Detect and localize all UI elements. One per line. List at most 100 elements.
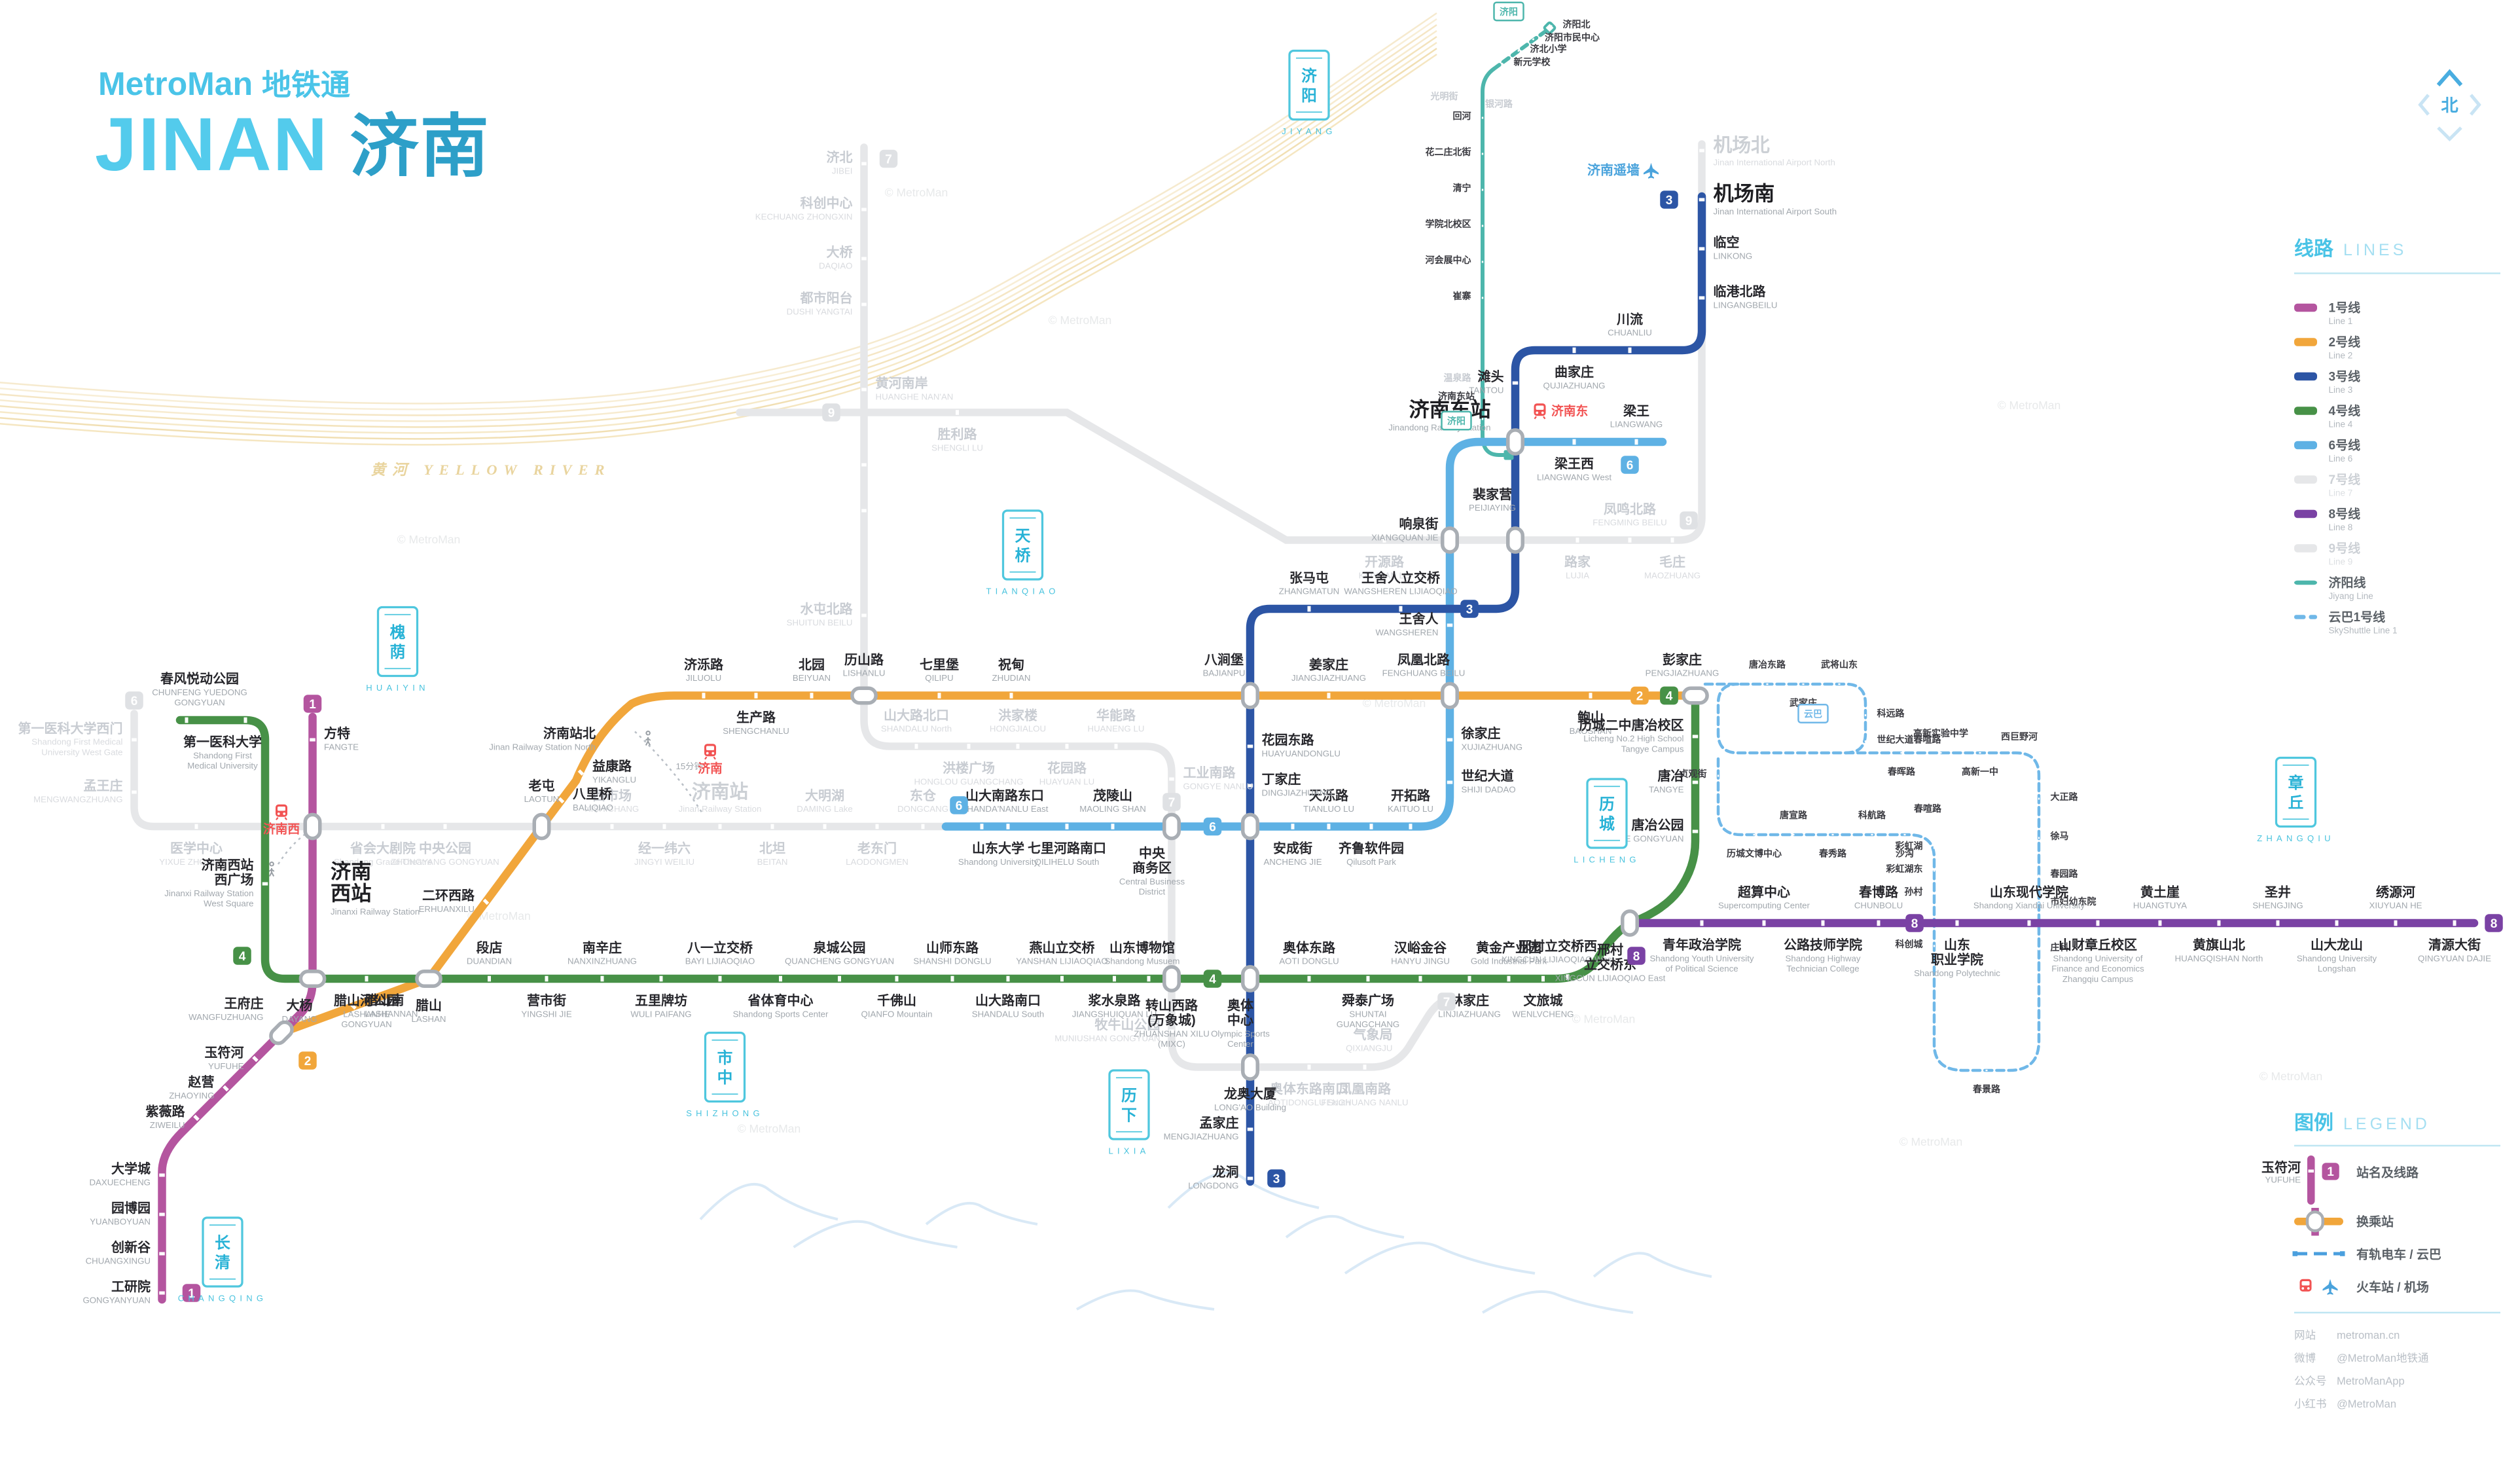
station-燕山立交桥[interactable] (1060, 975, 1064, 982)
station-毛庄[interactable] (1670, 537, 1674, 543)
station-黄旗山北[interactable] (2217, 920, 2221, 926)
station-春风悦动公园[interactable] (185, 717, 189, 723)
station-老东门[interactable] (875, 824, 879, 829)
station-浆水泉路[interactable] (1113, 975, 1116, 982)
station-东仓[interactable] (921, 824, 925, 829)
station-北园[interactable] (810, 693, 814, 699)
station-安成街[interactable] (1291, 824, 1295, 829)
station-大正路[interactable] (2038, 797, 2040, 800)
station-春园路[interactable] (2038, 875, 2040, 877)
station-春景路[interactable] (1985, 1069, 1988, 1072)
station-庄科[interactable] (2038, 948, 2040, 951)
station-滩头[interactable] (1512, 381, 1519, 385)
station-奥体东路南口[interactable] (1307, 1064, 1311, 1070)
station-学院北校区[interactable] (1481, 225, 1484, 227)
station-孟家庄[interactable] (1247, 1127, 1253, 1131)
station-黄河南岸[interactable] (861, 388, 867, 391)
station-川流[interactable] (1628, 347, 1632, 354)
station-开源路[interactable] (1382, 537, 1386, 543)
station-超算中心[interactable] (1762, 920, 1766, 926)
station-济南西站[interactable] (262, 882, 268, 886)
station-山财章丘校区[interactable] (2096, 920, 2100, 926)
station-回河[interactable] (1481, 117, 1484, 119)
station-山大南路东口[interactable] (980, 824, 984, 829)
station-河会展中心[interactable] (1481, 261, 1484, 263)
station-高新实验中学[interactable] (1939, 752, 1942, 754)
station-stop[interactable] (1241, 812, 1259, 841)
station-青年政治学院[interactable] (1700, 920, 1704, 926)
station-温泉路[interactable] (1481, 378, 1484, 381)
station-山东[interactable] (1955, 920, 1959, 926)
station-营市街[interactable] (545, 975, 549, 982)
station-沙沟[interactable] (1903, 833, 1906, 836)
station-济南[interactable] (303, 812, 322, 841)
station-济南站北[interactable] (603, 736, 611, 743)
station-花园东路[interactable] (1247, 744, 1253, 748)
station-南辛庄[interactable] (600, 975, 604, 982)
station-王舍人立交桥[interactable] (1399, 606, 1403, 612)
station-公路技师学院[interactable] (1821, 920, 1825, 926)
station-生产路[interactable] (754, 693, 758, 699)
station-汉峪金谷[interactable] (1418, 975, 1422, 982)
station-牧牛山公园[interactable] (1169, 1029, 1174, 1033)
station-舜泰广场[interactable] (1366, 975, 1370, 982)
station-黄土崖[interactable] (2158, 920, 2162, 926)
station-姜家庄[interactable] (1327, 693, 1331, 699)
station-stop[interactable] (861, 463, 867, 467)
station-大学城[interactable] (159, 1173, 165, 1177)
station-世纪大道[interactable] (1447, 780, 1453, 784)
station-大杨[interactable] (298, 970, 327, 988)
station-stop[interactable] (861, 509, 867, 513)
station-方特[interactable] (310, 738, 315, 742)
station-崔寨[interactable] (1481, 297, 1484, 299)
station-徐家庄[interactable] (1447, 738, 1453, 742)
station-银河路[interactable] (1498, 84, 1500, 86)
station-八涧堡[interactable] (1241, 682, 1259, 710)
station-机场北[interactable] (1699, 149, 1704, 153)
station-山师东路[interactable] (950, 975, 954, 982)
station-山东现代学院[interactable] (2027, 920, 2031, 926)
station-济南站[interactable] (718, 824, 722, 829)
station-腊山南[interactable] (350, 1003, 357, 1010)
station-花园路[interactable] (1065, 744, 1069, 749)
station-黄金产业园[interactable] (1507, 975, 1511, 982)
station-赵营[interactable] (223, 1085, 229, 1092)
station-二环西路[interactable] (482, 898, 490, 905)
station-济北小学[interactable] (1517, 49, 1520, 52)
station-裴家营[interactable] (1506, 526, 1524, 554)
station-奥体[interactable] (1241, 965, 1259, 992)
station-春晖路[interactable] (1900, 752, 1903, 754)
station-徐马[interactable] (2038, 837, 2040, 839)
station-齐鲁软件园[interactable] (1369, 824, 1373, 829)
station-益康路[interactable] (577, 769, 585, 776)
station-第一医科大学[interactable] (243, 717, 247, 723)
station-清源大街[interactable] (2453, 920, 2457, 926)
station-八里桥[interactable] (558, 797, 565, 804)
station-文旅城[interactable] (1541, 975, 1545, 982)
station-荷花路[interactable] (1481, 418, 1484, 420)
station-开拓路[interactable] (1409, 824, 1413, 829)
station-武将山东[interactable] (1838, 683, 1841, 685)
station-王舍人[interactable] (1447, 623, 1453, 627)
station-段店[interactable] (488, 975, 491, 982)
station-春喧路[interactable] (1926, 827, 1929, 829)
station-历山路[interactable] (850, 686, 878, 705)
station-七里河路南口[interactable] (1065, 824, 1069, 829)
station-邢村[interactable] (1621, 909, 1639, 937)
station-邢村立交桥西[interactable] (1566, 974, 1570, 980)
station-山大路北口[interactable] (914, 744, 918, 749)
station-世纪大道春喧路[interactable] (1864, 740, 1867, 742)
station-王府庄[interactable] (268, 1019, 295, 1047)
compass-north[interactable]: 北 (2418, 69, 2481, 142)
station-紫薇路[interactable] (193, 1114, 200, 1121)
station-路家[interactable] (1575, 537, 1579, 543)
station-中央[interactable] (1162, 812, 1181, 841)
station-茂陵山[interactable] (1111, 824, 1115, 829)
station-工业南路[interactable] (1169, 777, 1174, 781)
station-孟王庄[interactable] (132, 790, 137, 794)
station-奥体东路[interactable] (1307, 975, 1311, 982)
station-贞观街[interactable] (1717, 774, 1719, 777)
station-大明湖[interactable] (823, 824, 827, 829)
station-林家庄[interactable] (1467, 975, 1471, 982)
station-科远路[interactable] (1864, 714, 1867, 716)
